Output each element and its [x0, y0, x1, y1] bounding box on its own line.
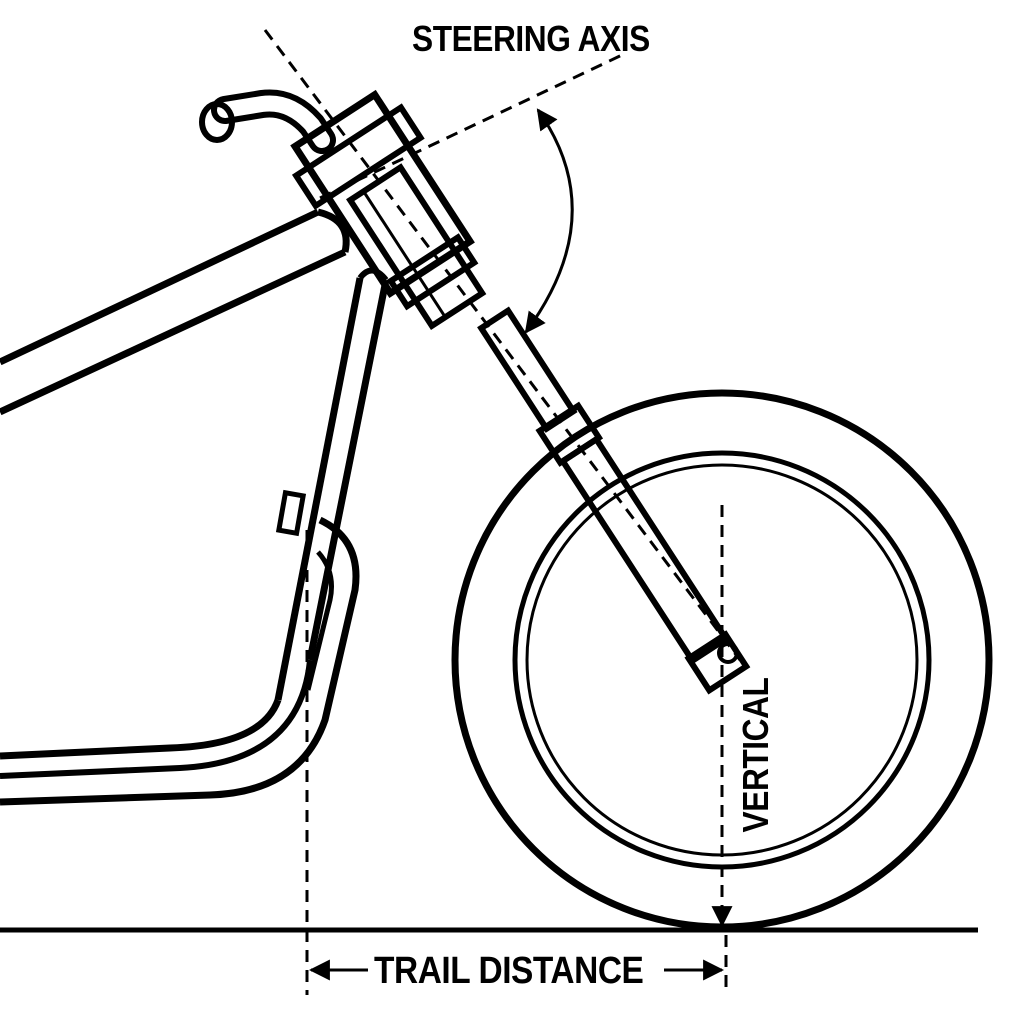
head-tube-assembly	[290, 89, 487, 331]
angle-reference-line	[319, 53, 623, 200]
down-tube	[274, 267, 390, 701]
lower-frame-rail	[0, 516, 360, 806]
steering-angle-arc	[524, 108, 574, 334]
trail-distance-label: TRAIL DISTANCE	[374, 950, 644, 992]
steering-axis-label: STEERING AXIS	[412, 18, 650, 59]
handlebar	[199, 89, 336, 154]
steering-axis-line	[263, 29, 742, 661]
top-tube	[0, 208, 350, 416]
vertical-label: VERTICAL	[735, 677, 776, 833]
